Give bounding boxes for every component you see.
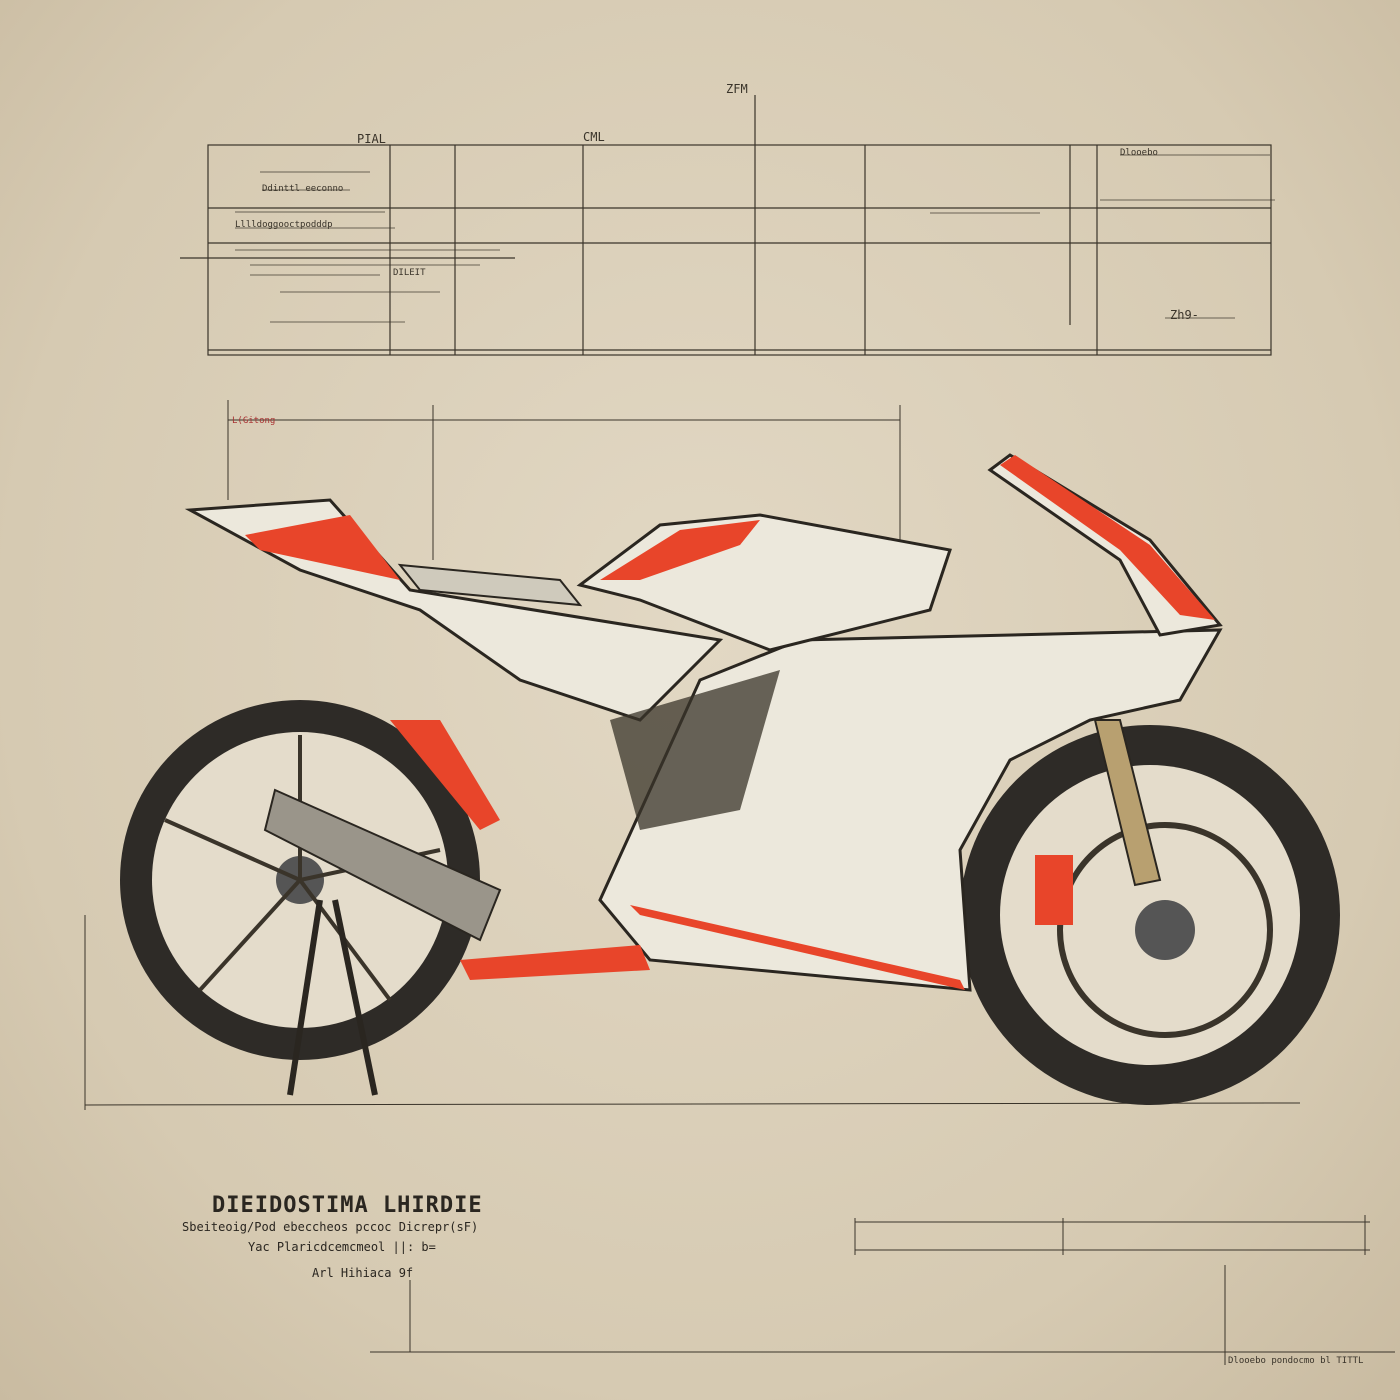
spec-table-scribbles	[235, 154, 1275, 323]
seat	[397, 563, 583, 607]
table-label: ZFM	[726, 82, 748, 96]
table-label: CML	[583, 130, 605, 144]
lower-stripe	[630, 905, 965, 990]
swingarm-stripe	[390, 720, 500, 830]
tail-stripe	[245, 515, 400, 580]
fork	[1093, 719, 1162, 887]
tank-stripe	[600, 520, 760, 580]
dimension-label: Dlooebo pondocmo bl TITTL	[1228, 1356, 1364, 1366]
table-label: Dlooebo	[1120, 148, 1158, 158]
table-label: Ddinttl eeconno	[262, 184, 344, 194]
title-block-line: Sbeiteoig/Pod ebeccheos pccoc Dicrepr(sF…	[182, 1220, 479, 1234]
title-block-line: Yac Plaricdcemcmeol ||: b=	[248, 1240, 436, 1254]
table-label: Zh9-	[1170, 308, 1199, 322]
dimension-label: L(Gitong	[232, 416, 276, 426]
dimension-lines	[84, 400, 1395, 1365]
table-label: Lllldoggooctpodddp	[235, 220, 333, 230]
spec-table	[180, 95, 1272, 356]
front-wheel	[960, 725, 1340, 1105]
table-label: PIAL	[357, 132, 386, 146]
title-block-line: Arl Hihiaca 9f	[312, 1266, 414, 1280]
belly-pan-stripe	[460, 945, 650, 980]
stand	[287, 899, 378, 1096]
title-block-heading: DIEIDOSTIMA LHIRDIE	[212, 1193, 483, 1218]
exhaust	[263, 788, 502, 942]
engine-frame	[610, 670, 780, 830]
table-label: DILEIT	[393, 268, 426, 278]
windscreen-stripe	[1000, 455, 1215, 620]
